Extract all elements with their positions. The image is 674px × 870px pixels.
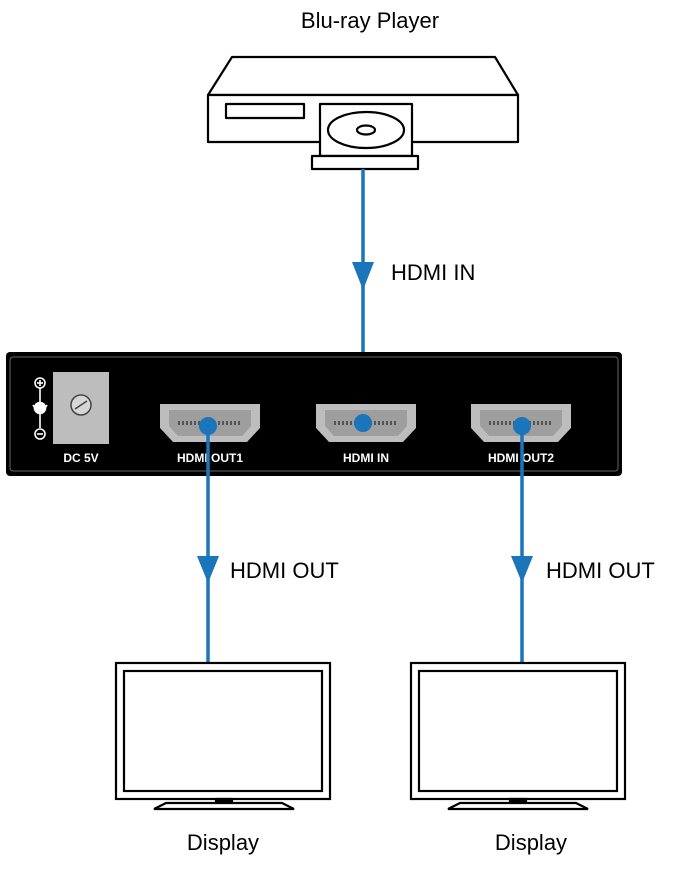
hdmi-out-cable-right [511, 426, 533, 663]
hdmi-out1-port-label: HDMI OUT1 [177, 451, 243, 465]
polarity-icon [32, 377, 48, 440]
blu-ray-player [206, 55, 520, 171]
display-left-label: Display [187, 830, 259, 855]
display-right-label: Display [495, 830, 567, 855]
hdmi-out-cable-right-label: HDMI OUT [546, 558, 655, 583]
dc-power-jack [53, 372, 109, 444]
hdmi-in-plug [354, 414, 372, 432]
arrow-down-icon [352, 262, 374, 290]
hdmi-in-port-label: HDMI IN [343, 451, 389, 465]
hdmi-out-cable-left-label: HDMI OUT [230, 558, 339, 583]
arrow-down-icon [197, 556, 219, 583]
hdmi-in-cable-label: HDMI IN [391, 260, 475, 285]
hdmi-splitter: DC 5V HDMI OUT1 HDMI IN HDMI OUT2 [6, 352, 622, 476]
display-right [409, 661, 627, 811]
dc-power-label: DC 5V [63, 451, 98, 465]
arrow-down-icon [511, 556, 533, 583]
blu-ray-player-label: Blu-ray Player [301, 8, 439, 33]
display-left [114, 661, 332, 811]
hdmi-out-cable-left [197, 426, 219, 663]
